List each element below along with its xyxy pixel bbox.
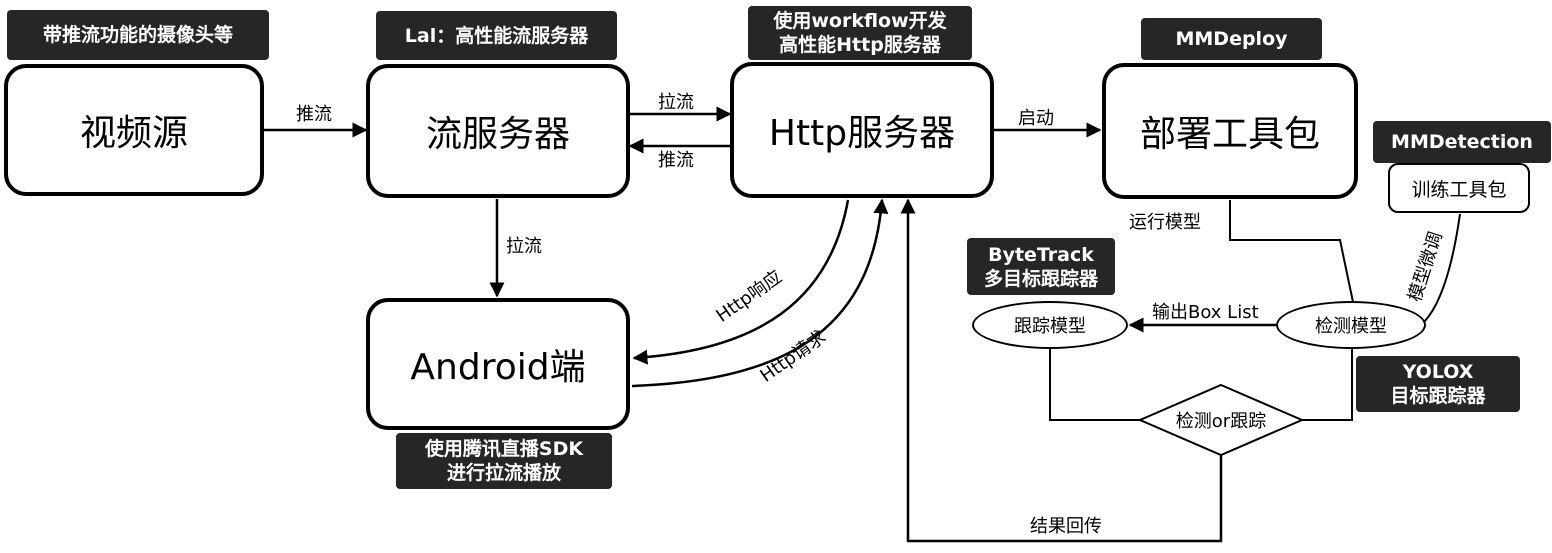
edge-http-response [632, 199, 850, 365]
edge-model-finetune [1423, 213, 1461, 323]
tag-camera: 带推流功能的摄像头等 [7, 10, 269, 60]
tag-workflow-line-2: 高性能Http服务器 [779, 34, 941, 56]
tag-lal: Lal：高性能流服务器 [376, 11, 617, 60]
tag-workflow-line-1: 使用workflow开发 [773, 10, 947, 32]
node-stream-server: 流服务器 [366, 64, 630, 198]
label-launch: 启动 [1018, 108, 1054, 129]
tag-bytetrack-line-1: ByteTrack [988, 243, 1094, 266]
edge-http-request [631, 198, 889, 388]
tag-tencent-sdk: 使用腾讯直播SDK 进行拉流播放 [396, 433, 612, 489]
node-http-server: Http服务器 [730, 62, 994, 198]
node-train-toolkit: 训练工具包 [1388, 163, 1530, 213]
tag-bytetrack-line-2: 多目标跟踪器 [983, 267, 1098, 290]
tag-mmdetection: MMDetection [1373, 121, 1551, 163]
tag-lal-text: Lal：高性能流服务器 [404, 24, 589, 47]
label-output-box-list: 输出Box List [1152, 302, 1259, 323]
tag-tencent-sdk-line-1: 使用腾讯直播SDK [424, 438, 584, 460]
tag-mmdeploy-text: MMDeploy [1175, 28, 1288, 50]
tag-yolox-line-2: 目标跟踪器 [1390, 385, 1486, 407]
edge-tracking-to-decision [1049, 349, 1140, 421]
node-tracking-model: 跟踪模型 [972, 301, 1128, 349]
label-push-stream-1: 推流 [296, 104, 332, 125]
label-pull-stream-2: 拉流 [506, 236, 542, 257]
label-result-return: 结果回传 [1030, 516, 1102, 537]
tag-camera-text: 带推流功能的摄像头等 [42, 24, 233, 46]
tag-mmdeploy: MMDeploy [1141, 18, 1322, 60]
edge-run-model [1229, 200, 1354, 303]
tag-yolox-line-1: YOLOX [1402, 361, 1474, 383]
node-android: Android端 [366, 298, 630, 430]
tag-yolox: YOLOX 目标跟踪器 [1356, 356, 1520, 412]
edge-detection-to-decision [1302, 349, 1353, 421]
tag-workflow: 使用workflow开发 高性能Http服务器 [748, 6, 972, 60]
node-deploy-toolkit: 部署工具包 [1102, 63, 1358, 199]
label-run-model: 运行模型 [1129, 212, 1201, 233]
tag-bytetrack: ByteTrack 多目标跟踪器 [967, 238, 1115, 295]
label-pull-stream-1: 拉流 [658, 92, 694, 113]
tag-tencent-sdk-line-2: 进行拉流播放 [446, 462, 561, 484]
edge-result-return [900, 198, 1223, 543]
label-push-stream-2: 推流 [658, 150, 694, 171]
node-decision-label: 检测or跟踪 [1175, 411, 1267, 432]
tag-mmdetection-text: MMDetection [1391, 131, 1533, 153]
node-detection-model: 检测模型 [1276, 301, 1426, 349]
node-video-source: 视频源 [4, 64, 264, 196]
